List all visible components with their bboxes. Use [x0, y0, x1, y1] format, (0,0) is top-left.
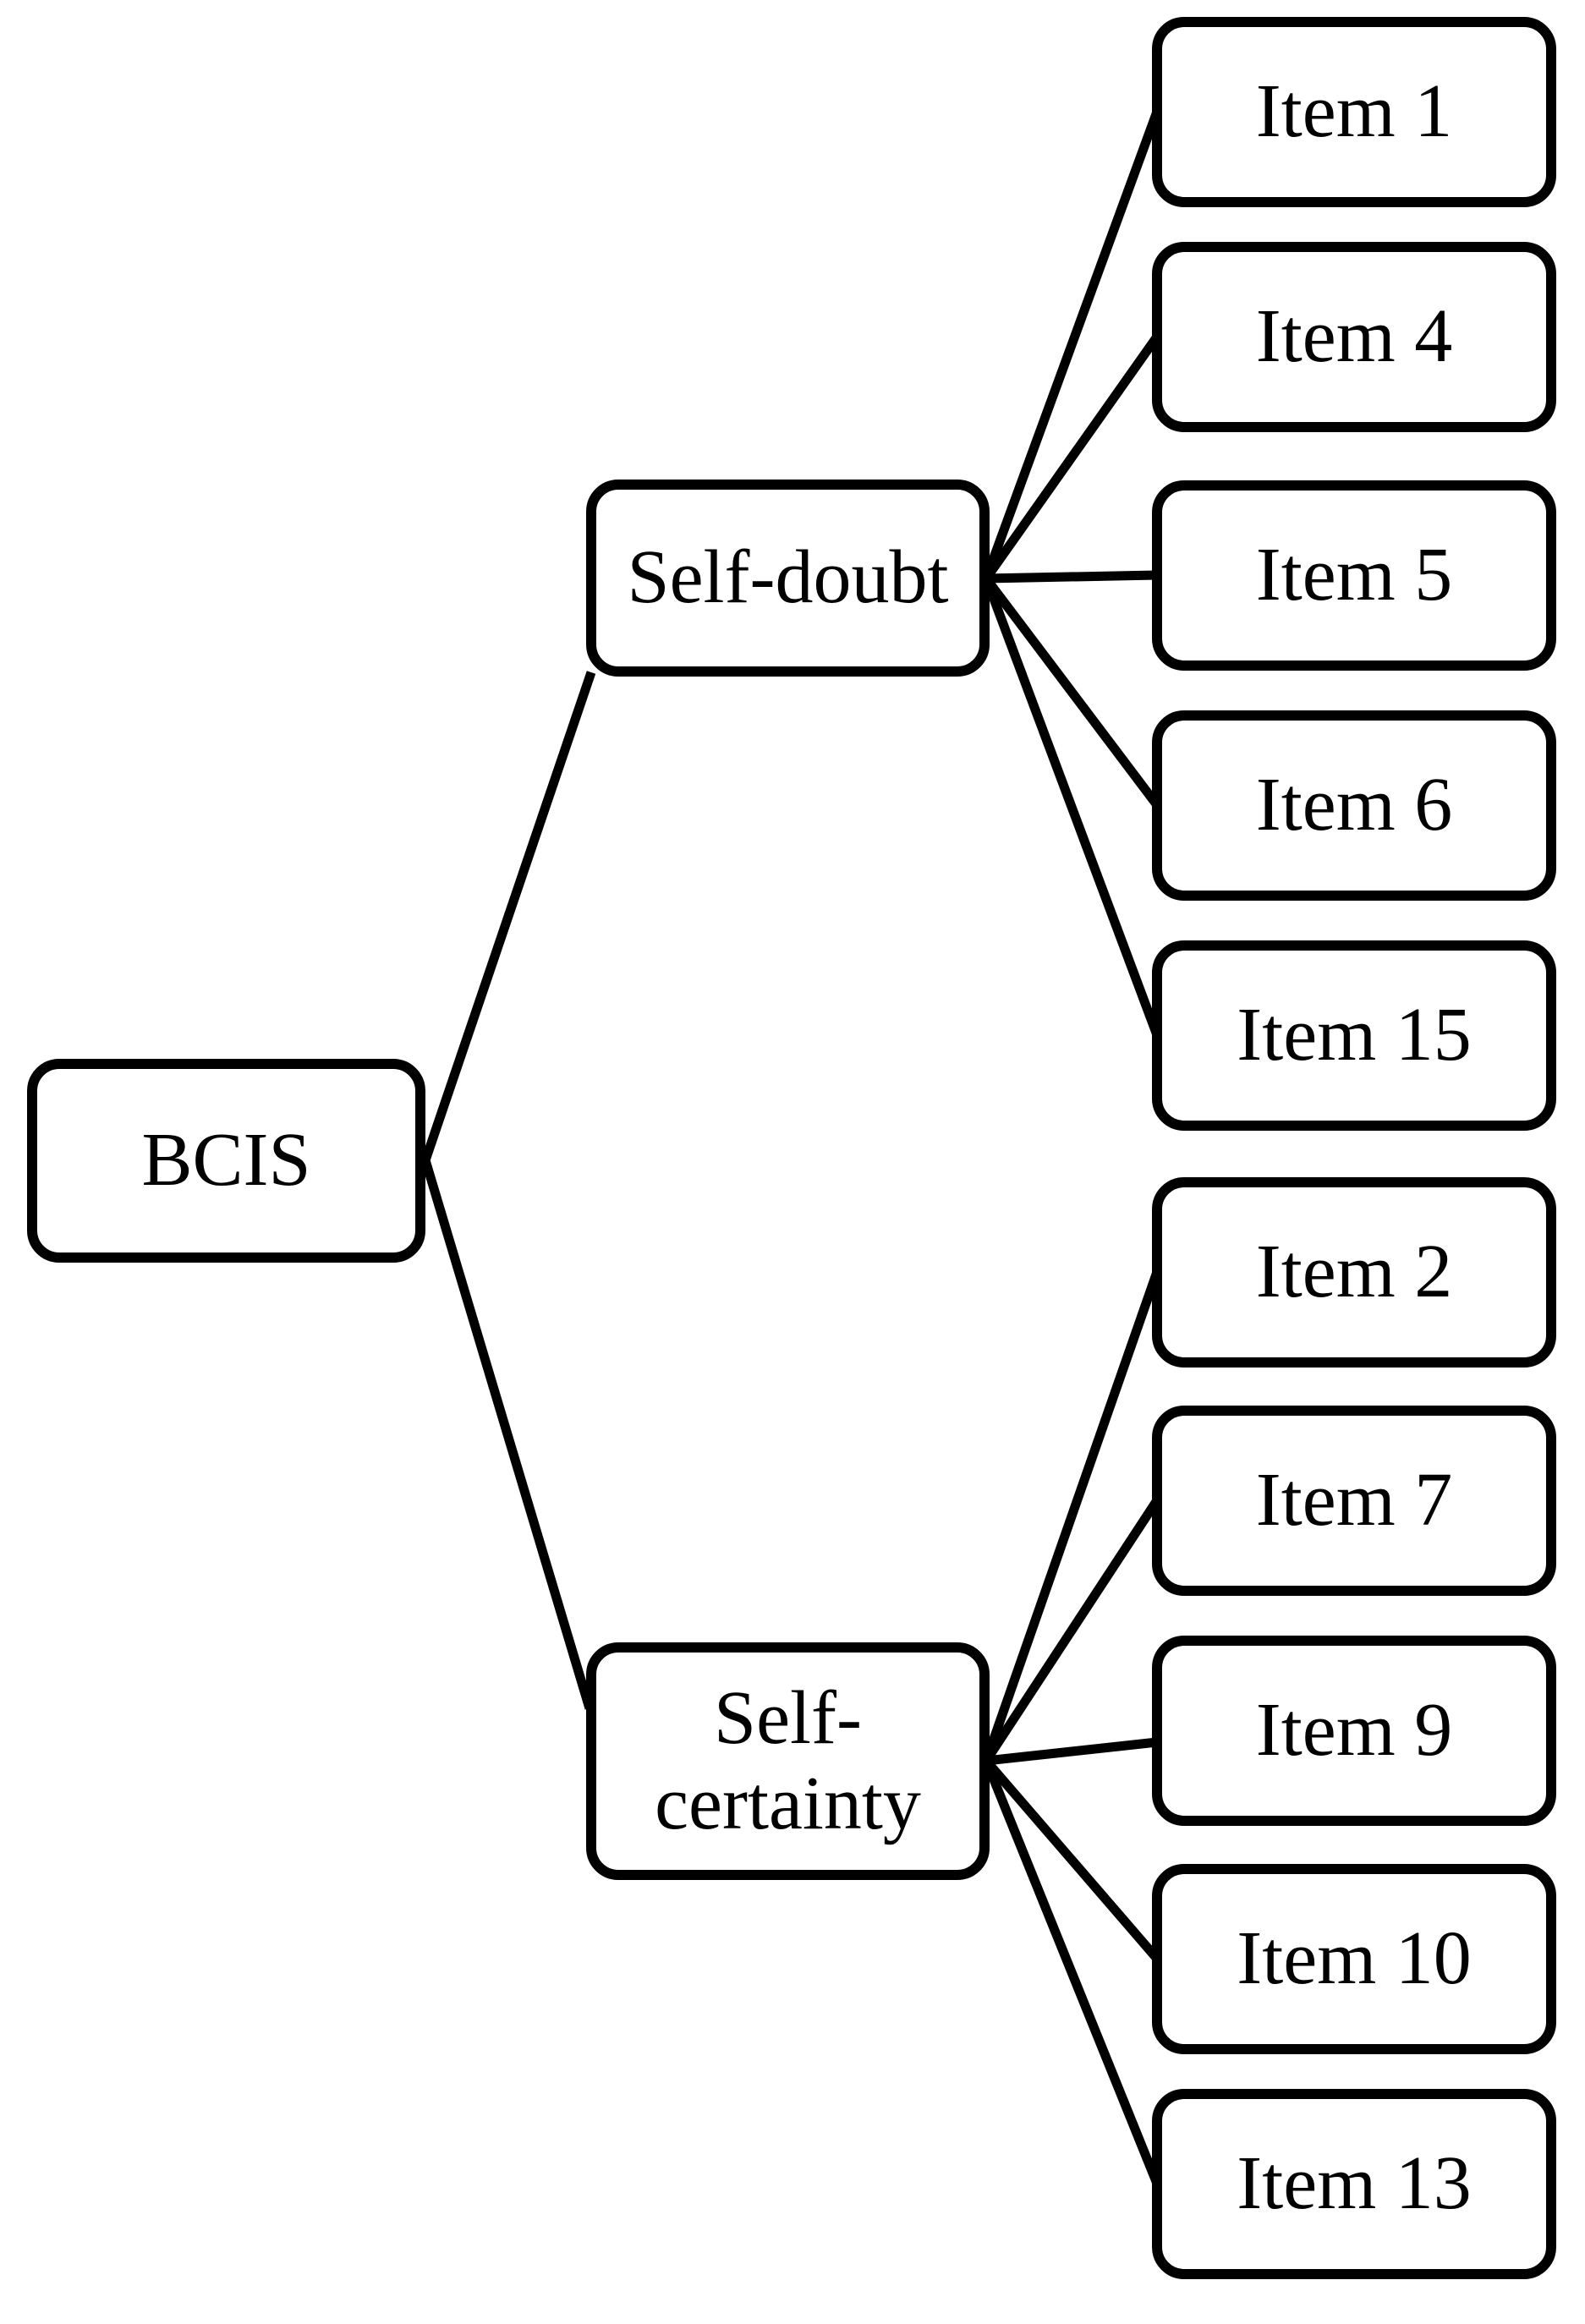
- node-item-4-label: Item 4: [1255, 294, 1453, 379]
- node-item-2: Item 2: [1152, 1177, 1556, 1368]
- node-item-4: Item 4: [1152, 242, 1556, 432]
- edge-bcis-self-certainty: [420, 1159, 595, 1710]
- edge-self-certainty-item-7: [982, 1497, 1161, 1764]
- edge-self-doubt-item-6: [982, 575, 1161, 808]
- node-self-certainty: Self-certainty: [586, 1642, 990, 1880]
- node-item-2-label: Item 2: [1255, 1230, 1453, 1314]
- node-item-15-label: Item 15: [1237, 993, 1472, 1077]
- node-item-5-label: Item 5: [1255, 533, 1453, 617]
- edge-self-certainty-item-13: [981, 1758, 1162, 2186]
- node-bcis-label: BCIS: [141, 1118, 311, 1203]
- edge-bcis-self-doubt: [420, 671, 596, 1162]
- node-item-10-label: Item 10: [1237, 1916, 1472, 2001]
- node-self-certainty-label: Self-certainty: [655, 1675, 921, 1845]
- node-item-7-label: Item 7: [1255, 1458, 1453, 1543]
- edge-self-certainty-item-2: [981, 1270, 1162, 1762]
- node-item-9-label: Item 9: [1255, 1688, 1453, 1773]
- node-item-13: Item 13: [1152, 2089, 1556, 2279]
- node-item-1: Item 1: [1152, 17, 1556, 207]
- node-item-10: Item 10: [1152, 1864, 1556, 2054]
- edge-self-doubt-item-1: [981, 110, 1162, 580]
- node-self-doubt: Self-doubt: [586, 480, 990, 677]
- node-item-13-label: Item 13: [1237, 2141, 1472, 2226]
- node-item-5: Item 5: [1152, 480, 1556, 671]
- node-item-15: Item 15: [1152, 940, 1556, 1131]
- node-self-doubt-label: Self-doubt: [627, 535, 949, 620]
- edge-self-doubt-item-15: [981, 577, 1162, 1037]
- node-bcis: BCIS: [27, 1059, 425, 1263]
- edge-self-doubt-item-5: [985, 570, 1158, 584]
- node-item-9: Item 9: [1152, 1636, 1556, 1826]
- node-item-1-label: Item 1: [1255, 69, 1453, 154]
- node-item-6-label: Item 6: [1255, 763, 1453, 847]
- edge-self-doubt-item-4: [982, 333, 1161, 582]
- edge-self-certainty-item-9: [985, 1737, 1158, 1766]
- node-item-6: Item 6: [1152, 710, 1556, 901]
- edge-self-certainty-item-10: [982, 1757, 1161, 1962]
- node-item-7: Item 7: [1152, 1406, 1556, 1596]
